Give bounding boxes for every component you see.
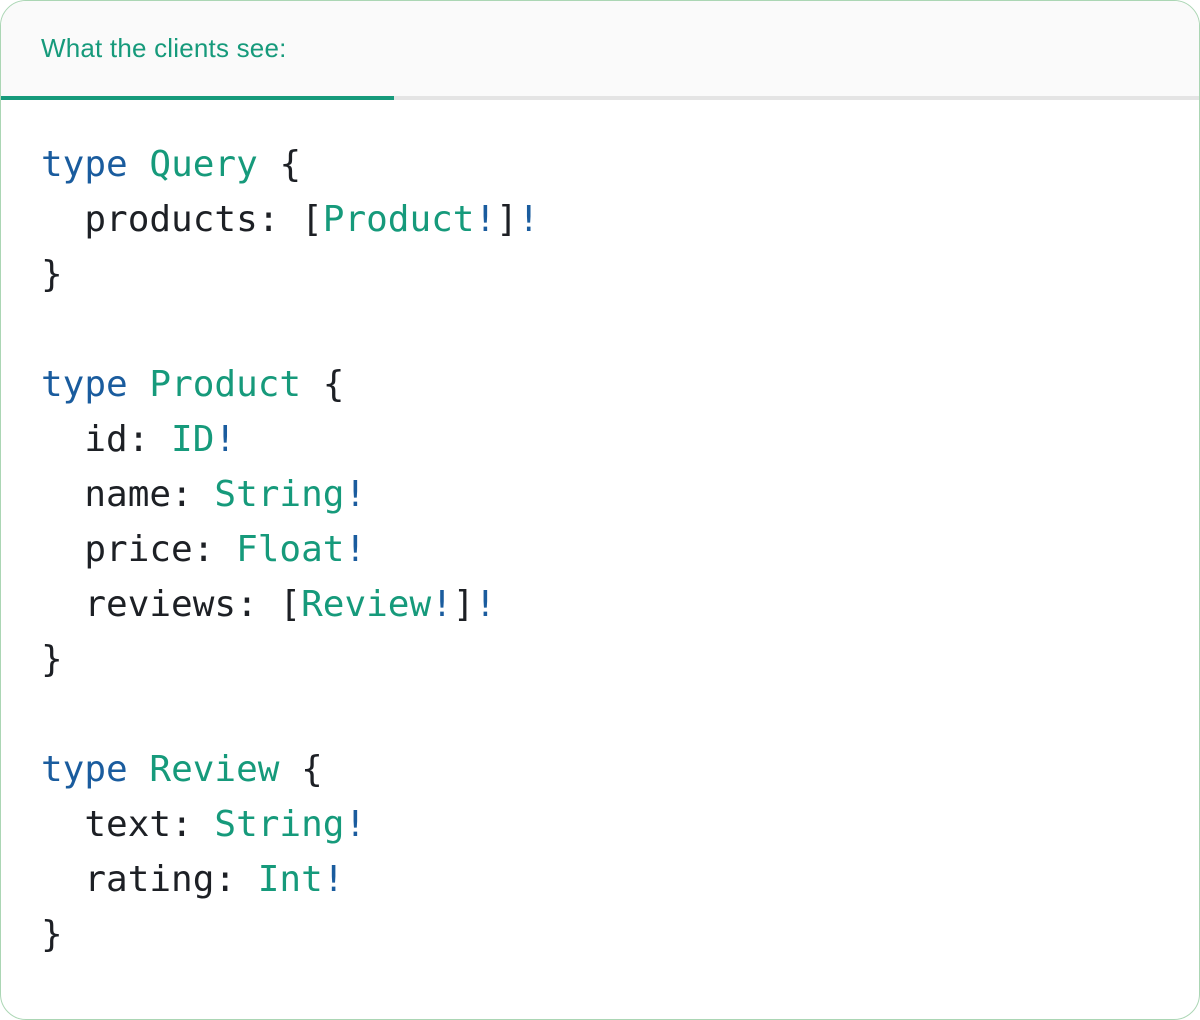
code-line: rating: Int!	[41, 852, 1159, 907]
code-line: type Review {	[41, 742, 1159, 797]
code-token-plain: }	[41, 254, 63, 295]
code-line	[41, 687, 1159, 742]
code-line: reviews: [Review!]!	[41, 577, 1159, 632]
code-token-plain	[128, 364, 150, 405]
code-token-plain: text:	[41, 804, 215, 845]
code-token-typename: Int	[257, 859, 323, 900]
code-token-keyword: !	[344, 804, 367, 845]
code-token-plain: }	[41, 639, 63, 680]
code-line: price: Float!	[41, 522, 1159, 577]
code-token-plain: products: [	[41, 199, 323, 240]
code-token-keyword: !	[344, 529, 367, 570]
code-token-plain: {	[279, 749, 323, 790]
tab-underline-row	[1, 96, 1199, 100]
code-token-typename: Product	[322, 199, 475, 240]
code-token-plain: id:	[41, 419, 172, 460]
code-token-keyword: !	[344, 474, 367, 515]
code-token-typename: Product	[149, 364, 302, 405]
code-token-keyword: !	[431, 584, 453, 625]
code-token-plain: {	[257, 144, 302, 185]
code-token-keyword: !	[474, 199, 497, 240]
code-token-keyword: !	[214, 419, 237, 460]
code-line: type Query {	[41, 137, 1159, 192]
code-token-plain: }	[41, 914, 63, 955]
code-token-plain: ]	[452, 584, 475, 625]
code-token-keyword: type	[41, 749, 128, 790]
code-token-keyword: type	[41, 144, 128, 185]
code-line: products: [Product!]!	[41, 192, 1159, 247]
code-line: }	[41, 907, 1159, 962]
code-token-plain: rating:	[41, 859, 258, 900]
code-token-plain: name:	[41, 474, 215, 515]
tab-bar: What the clients see:	[1, 1, 1199, 96]
tab-label: What the clients see:	[41, 33, 287, 63]
code-token-typename: Review	[301, 584, 432, 625]
active-tab-indicator	[1, 96, 394, 100]
code-token-keyword: type	[41, 364, 128, 405]
code-line	[41, 302, 1159, 357]
code-token-plain: ]	[496, 199, 518, 240]
code-token-plain: price:	[41, 529, 237, 570]
code-token-plain	[128, 144, 150, 185]
code-token-typename: Query	[149, 144, 258, 185]
inactive-rule	[394, 96, 1199, 100]
code-token-keyword: !	[474, 584, 497, 625]
code-token-plain: reviews: [	[41, 584, 302, 625]
code-token-keyword: !	[322, 859, 345, 900]
tab-what-clients-see[interactable]: What the clients see:	[1, 33, 287, 64]
code-token-plain: {	[301, 364, 345, 405]
code-line: name: String!	[41, 467, 1159, 522]
code-line: text: String!	[41, 797, 1159, 852]
code-token-plain	[128, 749, 150, 790]
code-token-typename: ID	[171, 419, 215, 460]
code-line: }	[41, 247, 1159, 302]
code-line: }	[41, 632, 1159, 687]
code-token-typename: Float	[236, 529, 345, 570]
code-line: type Product {	[41, 357, 1159, 412]
code-line: id: ID!	[41, 412, 1159, 467]
code-token-typename: String	[214, 804, 345, 845]
code-block: type Query { products: [Product!]!} type…	[1, 100, 1199, 962]
code-token-keyword: !	[517, 199, 540, 240]
code-token-typename: String	[214, 474, 345, 515]
code-token-typename: Review	[149, 749, 280, 790]
